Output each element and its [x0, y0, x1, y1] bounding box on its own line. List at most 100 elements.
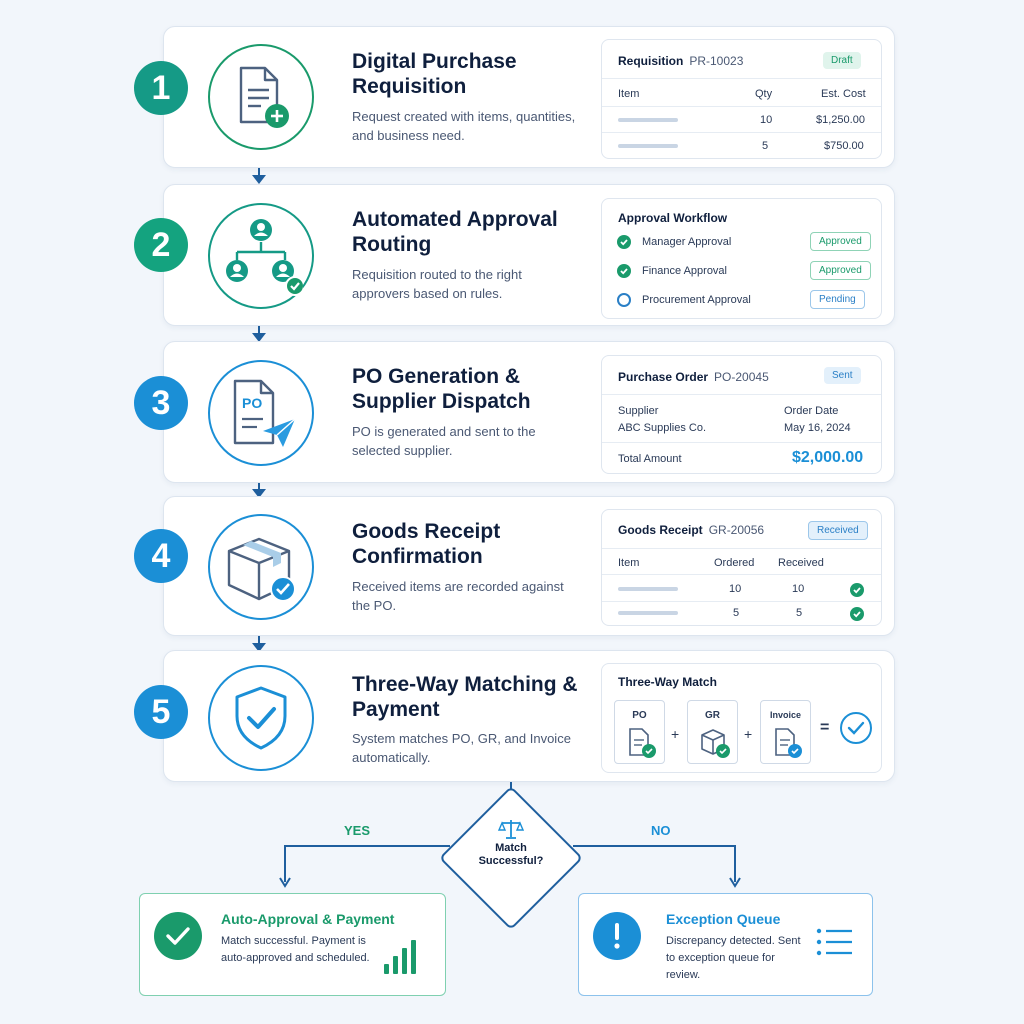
status-badge: Draft: [823, 52, 861, 69]
status-badge: Sent: [824, 367, 861, 384]
panel-label: Three-Way Match: [618, 675, 717, 689]
cost-cell: $1,250.00: [816, 114, 865, 126]
po-id: PO-20045: [714, 370, 769, 384]
approval-step-label: Procurement Approval: [642, 294, 751, 306]
invoice-check-icon: [775, 728, 802, 758]
step-description: PO is generated and sent to the selected…: [352, 424, 536, 458]
supplier-value: ABC Supplies Co.: [618, 422, 707, 434]
total-amount-label: Total Amount: [618, 453, 682, 465]
approval-step-label: Manager Approval: [642, 236, 732, 248]
document-plus-icon: [208, 44, 314, 150]
outcome-title: Exception Queue: [666, 911, 781, 927]
decision-text: Match Successful?: [478, 842, 544, 867]
requisition-id: PR-10023: [689, 54, 744, 68]
step-number: 3: [134, 376, 188, 430]
po-send-icon: PO: [208, 360, 314, 466]
step-card-po: PO PO Generation & Supplier Dispatch PO …: [163, 341, 895, 483]
package-check-icon: [208, 514, 314, 620]
auto-approval-card: Auto-Approval & Payment Match successful…: [139, 893, 446, 996]
step-card-receipt: Goods Receipt Confirmation Received item…: [163, 496, 895, 636]
step-description: Request created with items, quantities, …: [352, 109, 576, 143]
received-cell: 10: [792, 583, 805, 595]
document-check-icon: [629, 728, 656, 758]
column-header: Item: [618, 557, 640, 569]
scale-icon: [498, 820, 524, 839]
status-badge: Approved: [810, 232, 871, 251]
po-doc-card: PO: [614, 700, 665, 764]
outcome-title: Auto-Approval & Payment: [221, 911, 395, 927]
doc-label: PO: [632, 710, 647, 721]
receipt-id: GR-20056: [708, 523, 765, 537]
column-header: Qty: [755, 88, 773, 100]
gr-doc-card: GR: [687, 700, 738, 764]
svg-text:PO: PO: [242, 395, 262, 411]
step-description: Received items are recorded against the …: [352, 579, 564, 613]
exception-queue-card: Exception Queue Discrepancy detected. Se…: [578, 893, 873, 996]
check-icon: [850, 607, 864, 621]
yes-label: YES: [344, 823, 371, 838]
column-header: Received: [778, 557, 824, 569]
qty-cell: 5: [762, 140, 769, 152]
plus-sign: +: [744, 726, 753, 742]
panel-label: Approval Workflow: [618, 211, 728, 225]
check-icon: [617, 264, 631, 278]
column-header: Ordered: [714, 557, 755, 569]
outcome-description: Discrepancy detected. Sent to exception …: [666, 935, 801, 981]
ordered-cell: 10: [729, 583, 742, 595]
step-card-matching: Three-Way Matching & Payment System matc…: [163, 650, 895, 782]
step-title: Digital Purchase Requisition: [352, 50, 517, 98]
step-title: Automated Approval Routing: [352, 208, 558, 256]
panel-label: Purchase Order: [618, 370, 709, 384]
received-cell: 5: [796, 607, 803, 619]
invoice-doc-card: Invoice: [760, 700, 811, 764]
alert-icon: [593, 912, 641, 960]
approval-step-label: Finance Approval: [642, 265, 727, 277]
list-icon: [816, 928, 852, 956]
panel-label: Goods Receipt: [618, 523, 703, 537]
pending-circle-icon: [617, 293, 631, 307]
step-number: 4: [134, 529, 188, 583]
step-number: 5: [134, 685, 188, 739]
status-badge: Pending: [810, 290, 865, 309]
step-card-requisition: Digital Purchase Requisition Request cre…: [163, 26, 895, 168]
step-number: 2: [134, 218, 188, 272]
check-icon: [617, 235, 631, 249]
requisition-panel: Requisition PR-10023 Draft Item Qty Est. …: [601, 39, 882, 159]
outcome-description: Match successful. Payment is auto-approv…: [221, 935, 370, 964]
column-header: Item: [618, 88, 640, 100]
qty-cell: 10: [760, 114, 773, 126]
order-date-label: Order Date: [784, 405, 839, 417]
bar-chart-icon: [384, 940, 416, 974]
three-way-match-panel: Three-Way Match PO + GR + In: [601, 663, 882, 773]
step-number: 1: [134, 61, 188, 115]
item-placeholder-bar: [618, 118, 678, 122]
no-label: NO: [651, 823, 671, 838]
step-title: Goods Receipt Confirmation: [352, 520, 501, 568]
step-card-approval: Automated Approval Routing Requisition r…: [163, 184, 895, 326]
plus-sign: +: [671, 726, 680, 742]
match-check-icon: [840, 712, 872, 744]
step-title: Three-Way Matching & Payment: [352, 673, 578, 721]
package-check-icon: [701, 729, 730, 758]
check-circle-icon: [154, 912, 202, 960]
step-description: Requisition routed to the right approver…: [352, 267, 522, 301]
status-badge: Approved: [810, 261, 871, 280]
status-badge: Received: [808, 521, 868, 540]
order-date-value: May 16, 2024: [784, 422, 851, 434]
decision-label: Match Successful?: [468, 812, 554, 902]
doc-label: GR: [705, 710, 720, 721]
approval-hierarchy-icon: [208, 203, 314, 309]
total-amount-value: $2,000.00: [792, 449, 864, 466]
item-placeholder-bar: [618, 611, 678, 615]
equals-sign: =: [820, 719, 830, 736]
step-description: System matches PO, GR, and Invoice autom…: [352, 731, 571, 765]
step-title: PO Generation & Supplier Dispatch: [352, 365, 531, 413]
cost-cell: $750.00: [824, 140, 864, 152]
goods-receipt-panel: Goods Receipt GR-20056 Received Item Orde…: [601, 509, 882, 626]
panel-label: Requisition: [618, 54, 684, 68]
column-header: Est. Cost: [821, 88, 866, 100]
item-placeholder-bar: [618, 587, 678, 591]
ordered-cell: 5: [733, 607, 740, 619]
shield-check-icon: [208, 665, 314, 771]
